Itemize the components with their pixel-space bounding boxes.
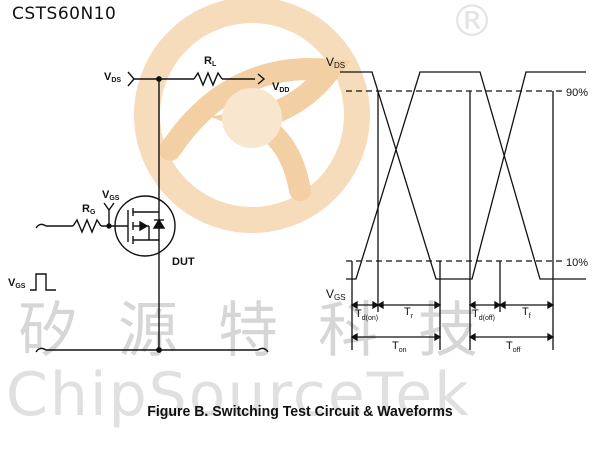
td-off-label: Td(off): [472, 308, 495, 322]
vdd-terminal-arrow: [257, 73, 266, 85]
vds-wave-label: VDS: [326, 55, 345, 70]
registered-mark: ®: [450, 0, 494, 47]
vgs-pulse-label: VGS: [8, 277, 26, 290]
ton-dimension: [350, 332, 442, 342]
rg-resistor: [72, 218, 102, 234]
body-arrow: [139, 220, 149, 232]
rg-label: RG: [82, 203, 96, 216]
tr-dimension: [376, 300, 442, 310]
vgs-node-label: VGS: [102, 189, 120, 202]
td-on-dimension: [350, 300, 380, 310]
td-on-label: Td(on): [355, 308, 378, 322]
level-90-label: 90%: [566, 87, 588, 99]
level-10-label: 10%: [566, 257, 588, 269]
vgs-trace: [346, 71, 586, 280]
tr-label: Tr: [404, 306, 414, 320]
vgs-wave-label: VGS: [326, 287, 346, 302]
logo-outer-ring: [134, 0, 370, 233]
vds-node-label: VDS: [104, 71, 121, 84]
logo-inner-dot: [222, 88, 282, 148]
gate-input-curl: [35, 223, 47, 229]
tf-dimension: [498, 300, 555, 310]
td-off-dimension: [468, 300, 502, 310]
figure-caption: Figure B. Switching Test Circuit & Wavef…: [147, 403, 453, 420]
ton-label: Ton: [392, 340, 407, 354]
logo-swoosh: [159, 58, 351, 201]
watermark-chinese: 矽源特科技: [18, 296, 518, 366]
toff-label: Toff: [506, 340, 520, 354]
ground-left-curl: [35, 347, 47, 353]
vds-trace: [340, 71, 586, 280]
vdd-node-label: VDD: [272, 81, 289, 94]
drain-junction: [156, 76, 162, 82]
rl-label: RL: [204, 55, 217, 68]
rl-resistor: [193, 71, 223, 87]
ground-right-curl: [257, 347, 269, 353]
toff-dimension: [468, 332, 555, 342]
dut-label: DUT: [172, 256, 195, 268]
tf-label: Tf: [522, 306, 531, 320]
ground-junction: [156, 347, 162, 353]
part-number: CSTS60N10: [12, 4, 117, 24]
watermark-english: ChipSourceTek: [6, 360, 471, 430]
body-diode: [152, 218, 166, 229]
vgs-pulse-waveform: [30, 273, 56, 291]
